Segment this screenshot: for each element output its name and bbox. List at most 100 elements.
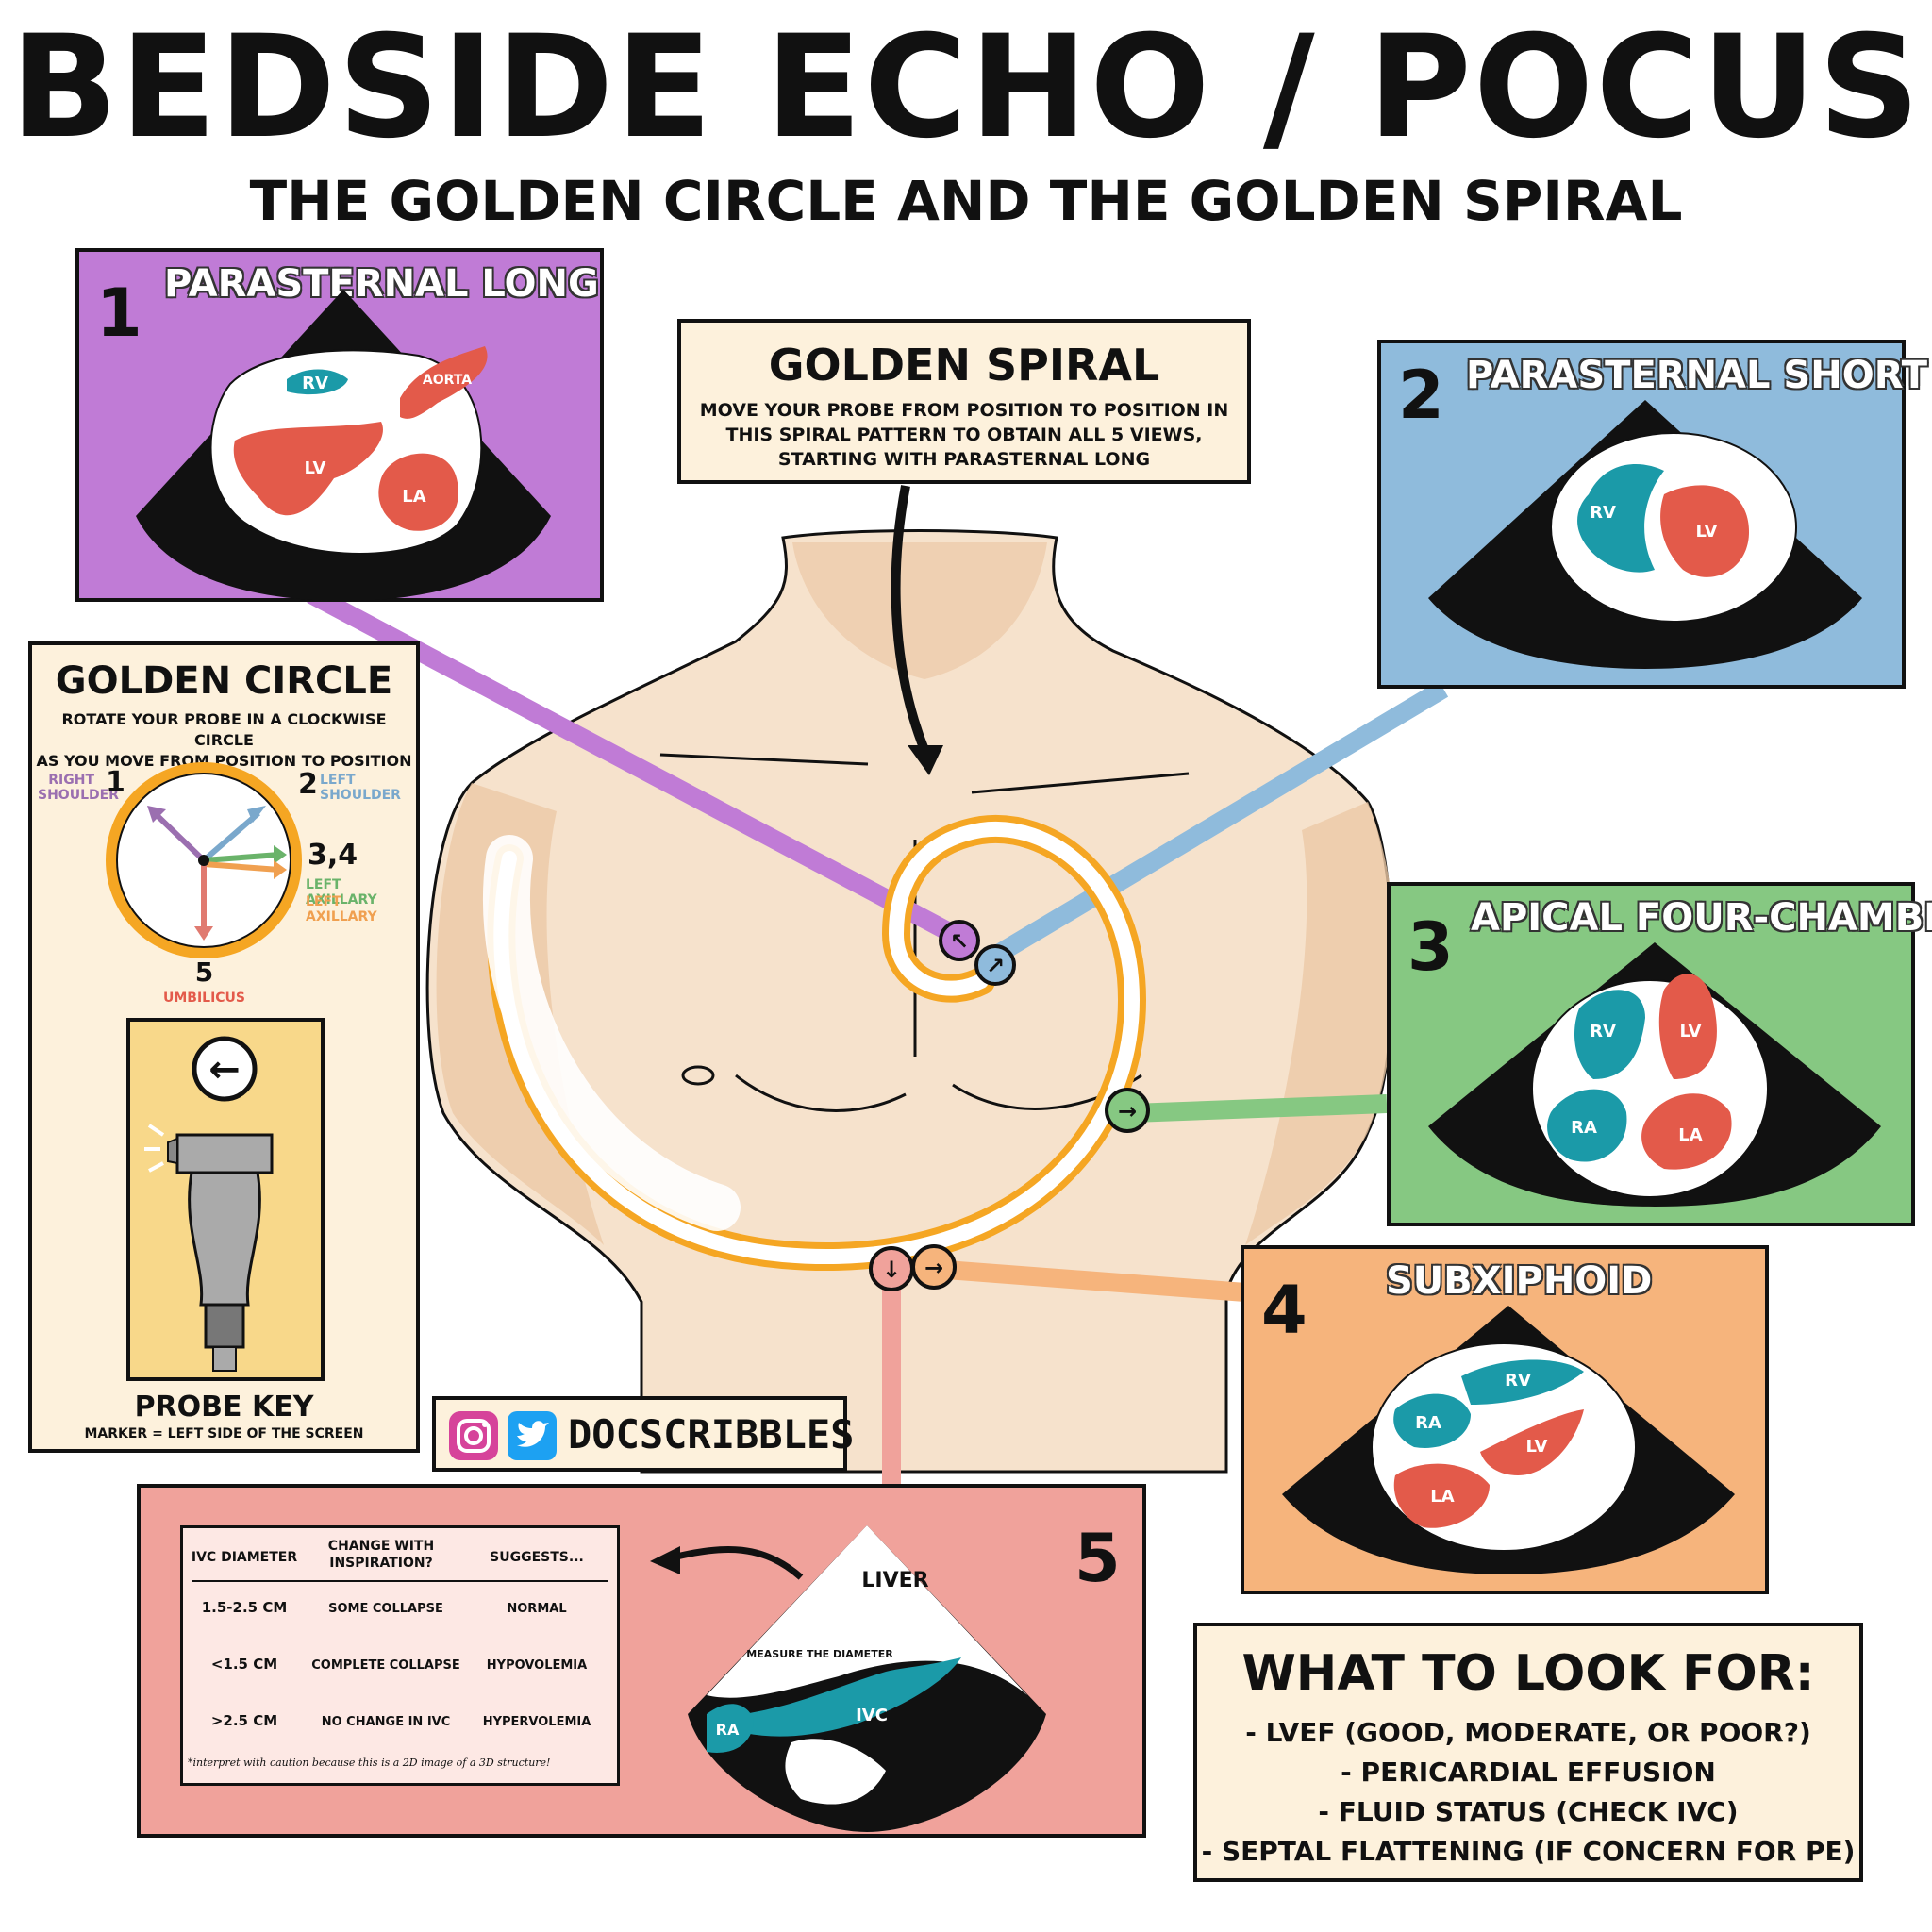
- view-number: 2: [1398, 357, 1444, 434]
- connector-2: [994, 680, 1449, 961]
- view-title: PARASTERNAL LONG: [164, 262, 599, 306]
- list-item: - LVEF (GOOD, MODERATE, OR POOR?): [1245, 1717, 1811, 1748]
- label-lv: LV: [305, 458, 326, 478]
- label-rv: RV: [1505, 1371, 1531, 1391]
- label-aorta: AORTA: [423, 373, 472, 388]
- view-number: 5: [1074, 1520, 1121, 1597]
- position-2-label: LEFT SHOULDER: [320, 773, 401, 803]
- echo-image-subxiphoid: RV RA LV LA: [1282, 1306, 1735, 1574]
- label-lv: LV: [1526, 1437, 1548, 1457]
- list-item: - FLUID STATUS (CHECK IVC): [1318, 1796, 1739, 1827]
- label-liver: LIVER: [861, 1569, 928, 1592]
- ivc-footnote: *interpret with caution because this is …: [188, 1757, 551, 1769]
- position-34-number: 3,4: [308, 839, 358, 872]
- golden-circle-text: ROTATE YOUR PROBE IN A CLOCKWISE CIRCLE …: [36, 710, 412, 770]
- panel-subxiphoid: 4 SUBXIPHOID RV RA LV LA: [1241, 1245, 1769, 1594]
- golden-circle-title: GOLDEN CIRCLE: [55, 659, 393, 703]
- probe-key-title: PROBE KEY: [134, 1391, 314, 1424]
- label-lv: LV: [1680, 1022, 1702, 1041]
- svg-text:→: →: [924, 1255, 943, 1281]
- label-ivc: IVC: [856, 1706, 888, 1725]
- list-item: - SEPTAL FLATTENING (IF CONCERN FOR PE): [1201, 1836, 1856, 1867]
- golden-circle-box: GOLDEN CIRCLE ROTATE YOUR PROBE IN A CLO…: [28, 641, 420, 1453]
- panel-parasternal-long: 1 PARASTERNAL LONG RV AORTA LV LA: [75, 248, 604, 602]
- position-marker-5: ↓: [869, 1246, 914, 1291]
- label-rv: RV: [302, 374, 328, 393]
- social-handle: DOCSCRIBBLES: [568, 1411, 855, 1457]
- view-number: 1: [96, 275, 142, 352]
- golden-spiral-box: GOLDEN SPIRAL MOVE YOUR PROBE FROM POSIT…: [677, 319, 1251, 484]
- connector-4: [933, 1259, 1246, 1302]
- label-measure: MEASURE THE DIAMETER: [746, 1648, 893, 1660]
- social-badge[interactable]: DOCSCRIBBLES: [432, 1396, 854, 1472]
- look-for-title: WHAT TO LOOK FOR:: [1241, 1645, 1815, 1702]
- echo-image-psax: RV LV: [1428, 400, 1862, 669]
- position-marker-1: ↖: [939, 920, 980, 961]
- label-lv: LV: [1696, 522, 1718, 541]
- ivc-header: IVC DIAMETER: [191, 1550, 298, 1565]
- svg-text:↓: ↓: [882, 1257, 901, 1283]
- list-item: - PERICARDIAL EFFUSION: [1341, 1757, 1716, 1788]
- panel-apical-four-chamber: 3 APICAL FOUR-CHAMBER RV LV RA LA: [1387, 882, 1932, 1226]
- table-cell: <1.5 CM: [210, 1656, 278, 1673]
- ivc-header: CHANGE WITH INSPIRATION?: [327, 1539, 435, 1571]
- connector-3: [1131, 1094, 1388, 1123]
- table-cell: >2.5 CM: [210, 1712, 278, 1729]
- label-rv: RV: [1590, 1022, 1616, 1041]
- position-marker-3: →: [1105, 1088, 1150, 1133]
- svg-text:↖: ↖: [950, 928, 969, 955]
- label-ra: RA: [716, 1721, 740, 1739]
- social-icons: [449, 1411, 557, 1460]
- table-cell: HYPOVOLEMIA: [486, 1658, 588, 1673]
- label-la: LA: [1430, 1487, 1454, 1507]
- position-2-number: 2: [298, 768, 318, 801]
- echo-image-ivc: LIVER MEASURE THE DIAMETER IVC RA: [650, 1525, 1046, 1832]
- position-5-label: UMBILICUS: [162, 991, 246, 1006]
- label-la: LA: [402, 487, 425, 507]
- label-la: LA: [1678, 1125, 1702, 1145]
- table-cell: NORMAL: [507, 1602, 567, 1616]
- table-cell: COMPLETE COLLAPSE: [311, 1658, 460, 1673]
- position-marker-2: ↗: [974, 944, 1016, 986]
- what-to-look-for-box: WHAT TO LOOK FOR: - LVEF (GOOD, MODERATE…: [1193, 1623, 1863, 1882]
- panel-parasternal-short: 2 PARASTERNAL SHORT RV LV: [1377, 340, 1927, 689]
- view-number: 3: [1407, 908, 1454, 986]
- svg-text:←: ←: [208, 1048, 241, 1091]
- probe-icon: ←: [144, 1036, 274, 1372]
- golden-spiral-text: MOVE YOUR PROBE FROM POSITION TO POSITIO…: [699, 400, 1229, 470]
- view-number: 4: [1261, 1272, 1307, 1349]
- torso-shading-right: [1245, 802, 1396, 1245]
- view-title: PARASTERNAL SHORT: [1466, 354, 1928, 397]
- ivc-header: SUGGESTS...: [490, 1550, 584, 1565]
- table-cell: 1.5-2.5 CM: [201, 1599, 288, 1616]
- panel-ivc: 5 IVC DIAMETER CHANGE WITH INSPIRATION? …: [137, 1484, 1146, 1838]
- label-rv: RV: [1590, 503, 1616, 523]
- ivc-table: IVC DIAMETER CHANGE WITH INSPIRATION? SU…: [180, 1525, 620, 1786]
- position-marker-4: →: [911, 1244, 957, 1290]
- golden-circle-diagram: [106, 762, 302, 958]
- view-title: APICAL FOUR-CHAMBER: [1471, 896, 1932, 940]
- neck-shading: [792, 542, 1047, 679]
- golden-spiral-title: GOLDEN SPIRAL: [768, 340, 1160, 391]
- echo-image-a4c: RV LV RA LA: [1428, 942, 1881, 1207]
- instagram-icon: [449, 1411, 498, 1460]
- position-1-number: 1: [106, 766, 125, 799]
- look-for-list: - LVEF (GOOD, MODERATE, OR POOR?) - PERI…: [1197, 1713, 1859, 1872]
- table-cell: HYPERVOLEMIA: [482, 1715, 591, 1729]
- svg-text:↗: ↗: [986, 953, 1005, 979]
- view-title: SUBXIPHOID: [1386, 1259, 1653, 1303]
- probe-key-illustration: ←: [126, 1018, 325, 1381]
- table-cell: SOME COLLAPSE: [328, 1602, 443, 1616]
- svg-text:→: →: [1118, 1098, 1137, 1124]
- page-subtitle: THE GOLDEN CIRCLE AND THE GOLDEN SPIRAL: [249, 169, 1683, 233]
- position-1-label: RIGHT SHOULDER: [38, 773, 119, 803]
- label-ra: RA: [1415, 1413, 1441, 1433]
- page-title: BEDSIDE ECHO / POCUS: [9, 6, 1923, 170]
- position-5-number: 5: [194, 957, 214, 988]
- echo-image-plax: RV AORTA LV LA: [136, 290, 551, 601]
- position-3-label: LEFT AXILLARY: [306, 877, 377, 908]
- label-ra: RA: [1571, 1118, 1597, 1138]
- table-cell: NO CHANGE IN IVC: [321, 1715, 451, 1729]
- position-4-label: LEFT AXILLARY: [306, 894, 377, 924]
